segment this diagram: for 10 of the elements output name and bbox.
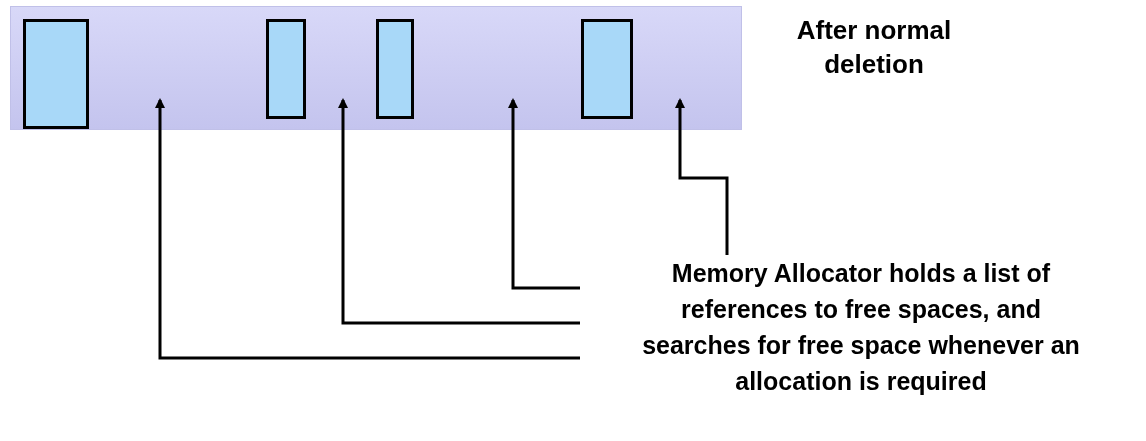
memory-block	[376, 19, 414, 119]
leader-arrow	[155, 98, 580, 360]
leader-arrow	[338, 98, 580, 325]
memory-block	[23, 19, 89, 129]
leader-arrow	[508, 98, 580, 290]
heading: After normal deletion	[795, 14, 953, 81]
note-text: Memory Allocator holds a list of references to free spaces, and searches for free space whenever an allocation is required	[580, 255, 1142, 440]
memory-block	[266, 19, 306, 119]
memory-block	[581, 19, 633, 119]
leader-arrow	[675, 98, 729, 255]
